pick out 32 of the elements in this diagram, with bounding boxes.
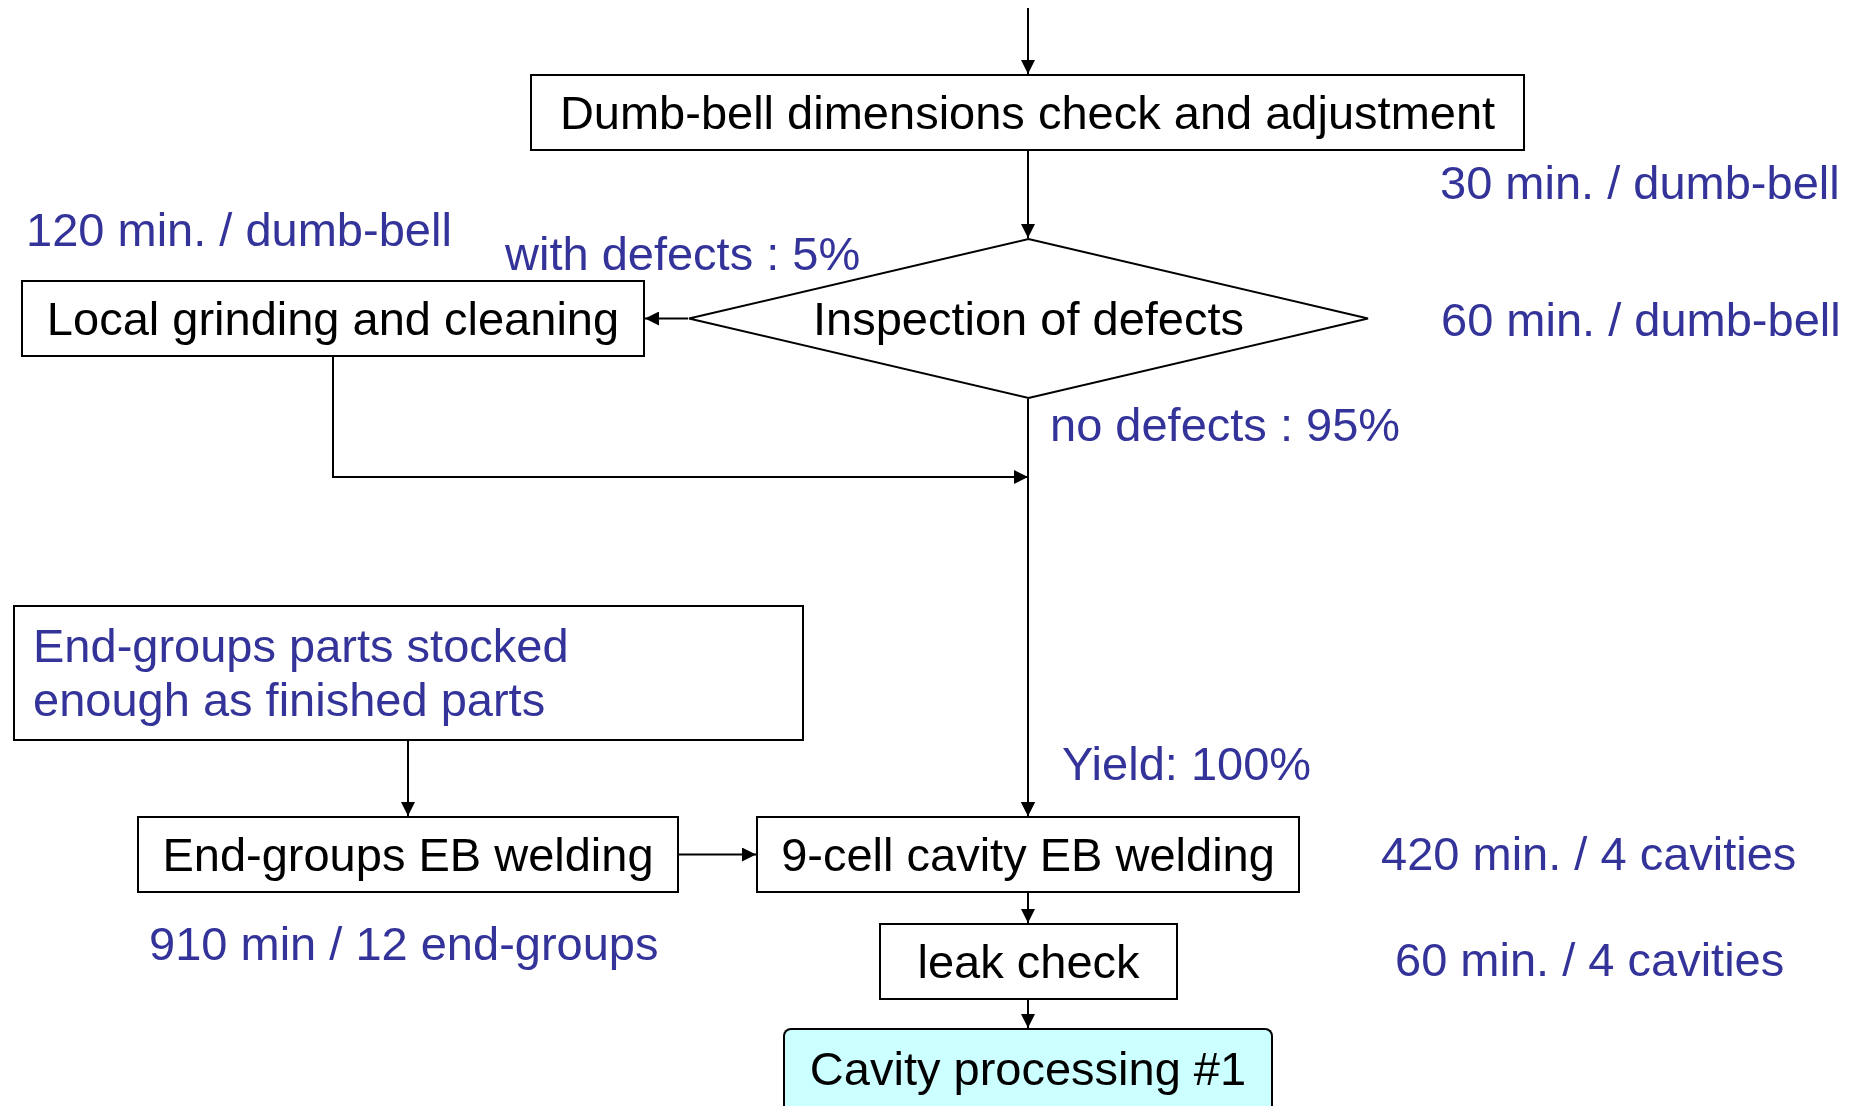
duration-label: 30 min. / dumb-bell [1440,155,1840,210]
edge-label: no defects : 95% [1050,397,1401,452]
duration-label: 120 min. / dumb-bell [26,202,452,257]
duration-label: 910 min / 12 end-groups [149,916,659,971]
step-label: leak check [917,934,1140,989]
duration-label: 60 min. / dumb-bell [1441,292,1841,347]
note-box [13,605,804,741]
arrow [644,311,689,326]
step-label: Local grinding and cleaning [46,291,620,346]
arrow [401,740,415,817]
edge-label: with defects : 5% [505,226,861,281]
process-box [783,1028,1273,1106]
process-box [21,280,645,357]
arrow [678,847,757,862]
step-label: Cavity processing #1 [809,1040,1247,1096]
step-label: Inspection of defects [812,291,1245,346]
duration-label: 60 min. / 4 cavities [1395,932,1785,987]
step-label: Dumb-bell dimensions check and adjustment [559,85,1496,140]
step-label: End-groups EB welding [162,827,654,882]
step-label: 9-cell cavity EB welding [781,827,1275,882]
arrow [1021,7,1035,75]
duration-label: 420 min. / 4 cavities [1381,826,1797,881]
arrow [1021,150,1035,239]
yield-label: Yield: 100% [1062,736,1312,791]
arrow [1021,999,1035,1029]
step-label: End-groups parts stocked enough as finished parts [33,618,570,728]
process-box [756,816,1300,893]
arrow [332,356,1035,817]
process-box [879,923,1178,1000]
arrow [1021,892,1035,924]
process-box [530,74,1525,151]
process-box [137,816,679,893]
